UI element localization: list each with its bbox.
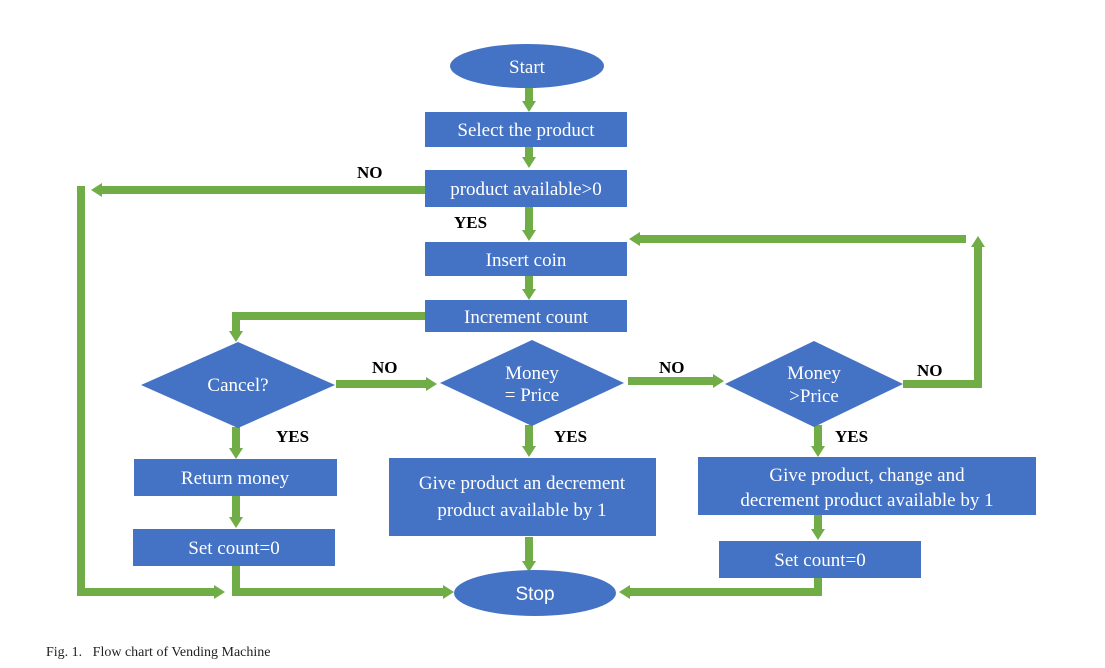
arrowhead-return-to-setcount — [229, 517, 243, 528]
arrowhead-back-to-insert — [629, 232, 640, 246]
node-money-greater-price-label-2: >Price — [789, 386, 839, 407]
label-cancel-yes: YES — [276, 427, 309, 446]
node-insert-coin — [425, 242, 627, 276]
node-money-greater-price-label-1: Money — [787, 363, 841, 384]
node-set-count-left-label: Set count=0 — [188, 538, 279, 559]
edge-labels: NO YES NO NO NO YES YES YES — [276, 163, 943, 446]
nodes: Start Select the product product availab… — [133, 44, 1036, 616]
node-return-money — [134, 459, 337, 496]
label-eq-no: NO — [659, 358, 685, 377]
arrowhead-cancel-no — [426, 377, 437, 391]
node-cancel-decision — [141, 342, 335, 428]
node-money-equals-price — [440, 340, 624, 426]
node-give-product-decrement-label-2: product available by 1 — [437, 500, 606, 521]
arrowhead-select-to-available — [522, 157, 536, 168]
node-return-money-label: Return money — [181, 468, 290, 489]
arrowhead-give2-to-setcount — [811, 529, 825, 540]
label-available-no: NO — [357, 163, 383, 182]
node-product-available-label: product available>0 — [450, 179, 602, 200]
node-select-product — [425, 112, 627, 147]
node-give-product-change-label-2: decrement product available by 1 — [740, 490, 993, 511]
node-give-product-change-label-1: Give product, change and — [769, 465, 965, 486]
node-give-product-decrement-label-1: Give product an decrement — [419, 473, 626, 494]
node-give-product-decrement — [389, 458, 656, 536]
label-gt-no: NO — [917, 361, 943, 380]
node-set-count-right — [719, 541, 921, 578]
node-money-equals-price-label-1: Money — [505, 363, 559, 384]
figure-caption: Fig. 1. Flow chart of Vending Machine — [46, 645, 271, 660]
label-available-yes: YES — [454, 213, 487, 232]
connectors — [77, 88, 985, 599]
arrowhead-gt-yes — [811, 446, 825, 457]
node-give-product-change — [698, 457, 1036, 515]
arrowhead-cancel-yes — [229, 448, 243, 459]
label-cancel-no: NO — [372, 358, 398, 377]
node-insert-coin-label: Insert coin — [486, 250, 567, 271]
arrowhead-setcount-left-to-stop — [443, 585, 454, 599]
node-set-count-right-label: Set count=0 — [774, 550, 865, 571]
arrowhead-setcount-right-to-stop — [619, 585, 630, 599]
node-start — [450, 44, 604, 88]
label-gt-yes: YES — [835, 427, 868, 446]
arrowhead-increment-to-cancel — [229, 331, 243, 342]
node-start-label: Start — [509, 57, 546, 78]
node-stop-label: Stop — [515, 584, 554, 605]
arrowhead-left-rail — [214, 585, 225, 599]
arrowhead-eq-yes — [522, 446, 536, 457]
node-product-available — [425, 170, 627, 207]
arrowhead-available-to-insert — [522, 230, 536, 241]
node-stop — [454, 570, 616, 616]
node-money-equals-price-label-2: = Price — [505, 385, 560, 406]
arrowhead-give1-to-stop — [522, 561, 536, 572]
arrowhead-available-no — [91, 183, 102, 197]
node-cancel-label: Cancel? — [207, 375, 268, 396]
node-increment-count-label: Increment count — [464, 307, 589, 328]
arrowhead-right-rail-up — [971, 236, 985, 247]
arrowhead-insert-to-increment — [522, 289, 536, 300]
node-set-count-left — [133, 529, 335, 566]
arrowhead-start-to-select — [522, 101, 536, 112]
node-increment-count — [425, 300, 627, 332]
label-eq-yes: YES — [554, 427, 587, 446]
node-select-product-label: Select the product — [457, 120, 595, 141]
arrowhead-eq-no — [713, 374, 724, 388]
node-money-greater-price — [725, 341, 903, 427]
